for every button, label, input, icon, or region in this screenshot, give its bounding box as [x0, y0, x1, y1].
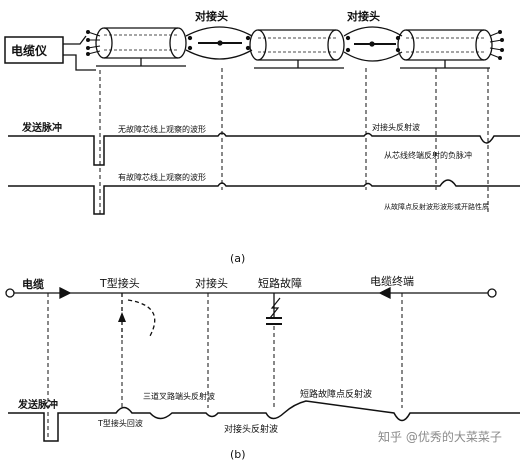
trace1-note: 无故障芯线上观察的波形 [118, 124, 206, 134]
cable-section-3 [397, 29, 493, 69]
caption-b: (b) [230, 448, 246, 461]
pulse-label-a: 发送脉冲 [21, 121, 62, 134]
instrument-label: 电缆仪 [11, 43, 48, 58]
t-joint-branch [118, 293, 156, 338]
trace-2-waveform [8, 179, 520, 215]
joint-2 [343, 26, 403, 62]
end-reflect-label: 从芯线终端反射的负脉冲 [384, 150, 472, 160]
short-fault-symbol [266, 293, 282, 325]
joint-1-label: 对接头 [195, 9, 228, 23]
wire-ends-right [489, 30, 504, 60]
arrow-right-1 [59, 286, 72, 300]
joint-2-label: 对接头 [347, 9, 380, 23]
cable-end-terminal [487, 288, 497, 298]
three-way-label: 三道叉路端头反射波 [143, 391, 215, 401]
short-fault-label: 短路故障 [258, 276, 302, 290]
cable-instrument-box [4, 36, 64, 64]
pulse-label-b: 发送脉冲 [17, 398, 58, 411]
fault-reflect-label: 从故障点反射波形波形或开路性质 [384, 202, 489, 211]
cable-start-terminal [5, 288, 15, 298]
cable-section-1 [95, 27, 187, 67]
short-reflect-label: 短路故障点反射波 [300, 388, 372, 400]
joint-reflect-label-b: 对接头反射波 [224, 423, 278, 435]
watermark: 知乎 @优秀的大菜菜子 [378, 429, 502, 444]
part-b [5, 286, 520, 442]
wire-ends-left [86, 30, 101, 56]
trace2-note: 有故障芯线上观察的波形 [118, 172, 206, 182]
cable-section-2 [249, 29, 345, 69]
t-joint-label: T型接头 [99, 276, 140, 290]
trace-b-waveform [8, 400, 520, 442]
cable-label-b: 电缆 [22, 277, 44, 291]
part-a [4, 26, 520, 215]
t-reflect-label: T型接头回波 [97, 418, 143, 428]
trace-1-waveform [8, 132, 520, 166]
cable-end-label: 电缆终端 [370, 274, 414, 288]
joint-1 [185, 26, 253, 60]
joint-label-b: 对接头 [195, 276, 228, 290]
arrow-left-1 [378, 286, 391, 300]
caption-a: (a) [230, 252, 245, 265]
instrument-lead [63, 35, 96, 71]
guide-lines-b [47, 293, 403, 440]
guide-lines-a [99, 68, 489, 215]
joint-reflect-label-a: 对接头反射波 [372, 122, 420, 132]
